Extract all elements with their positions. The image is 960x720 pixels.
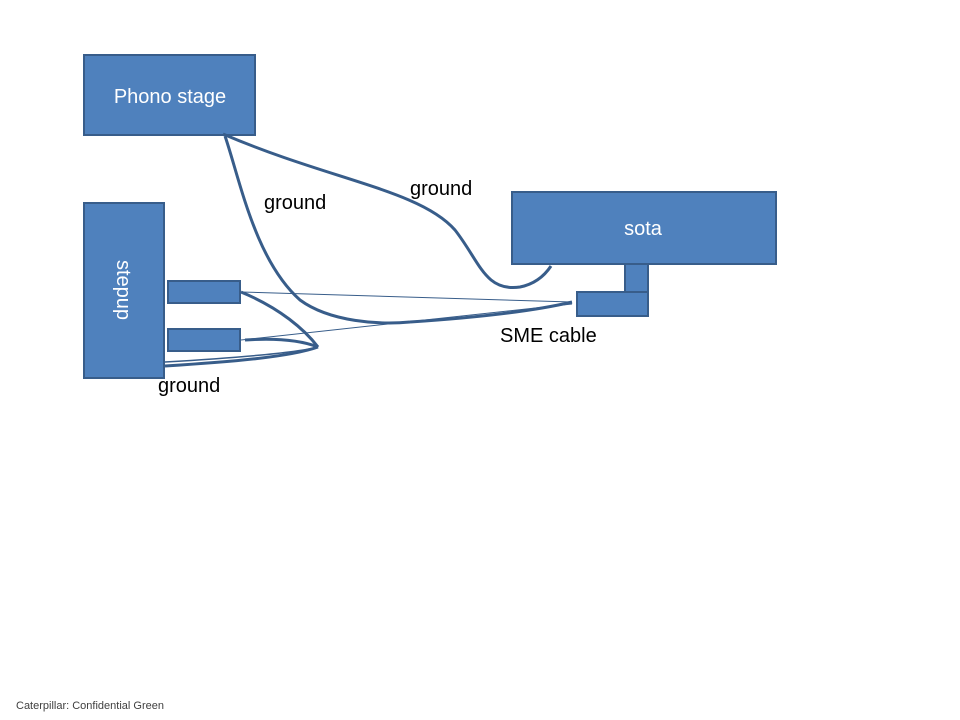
phono-stage-box[interactable]: Phono stage bbox=[83, 54, 256, 136]
ground-label-top: ground bbox=[410, 178, 472, 200]
stepup-input-connector-upper[interactable] bbox=[167, 280, 241, 304]
ground-loop-upper bbox=[240, 290, 320, 348]
stepup-label: stepup bbox=[112, 260, 134, 320]
classification-footer: Caterpillar: Confidential Green bbox=[16, 700, 164, 712]
sme-cable-label: SME cable bbox=[500, 325, 597, 347]
ground-label-left: ground bbox=[264, 192, 326, 214]
sme-cable-connector[interactable] bbox=[576, 291, 649, 317]
sota-arm-post bbox=[624, 263, 649, 293]
sota-box[interactable]: sota bbox=[511, 191, 777, 265]
ground-wire-phono-to-junction bbox=[223, 135, 411, 325]
phono-stage-label: Phono stage bbox=[114, 86, 226, 108]
sme-signal-line-lower bbox=[240, 303, 573, 341]
ground-label-bottom: ground bbox=[158, 375, 220, 397]
ground-wire-junction-return bbox=[164, 346, 319, 363]
sota-label: sota bbox=[624, 218, 663, 240]
ground-wire-phono-to-sota bbox=[222, 132, 553, 290]
stepup-box[interactable]: stepup bbox=[83, 202, 165, 379]
ground-loop-lower bbox=[244, 337, 319, 349]
stepup-input-connector-lower[interactable] bbox=[167, 328, 241, 352]
ground-wire-to-stepup-chassis bbox=[164, 345, 319, 368]
sme-signal-line-upper bbox=[240, 291, 573, 303]
